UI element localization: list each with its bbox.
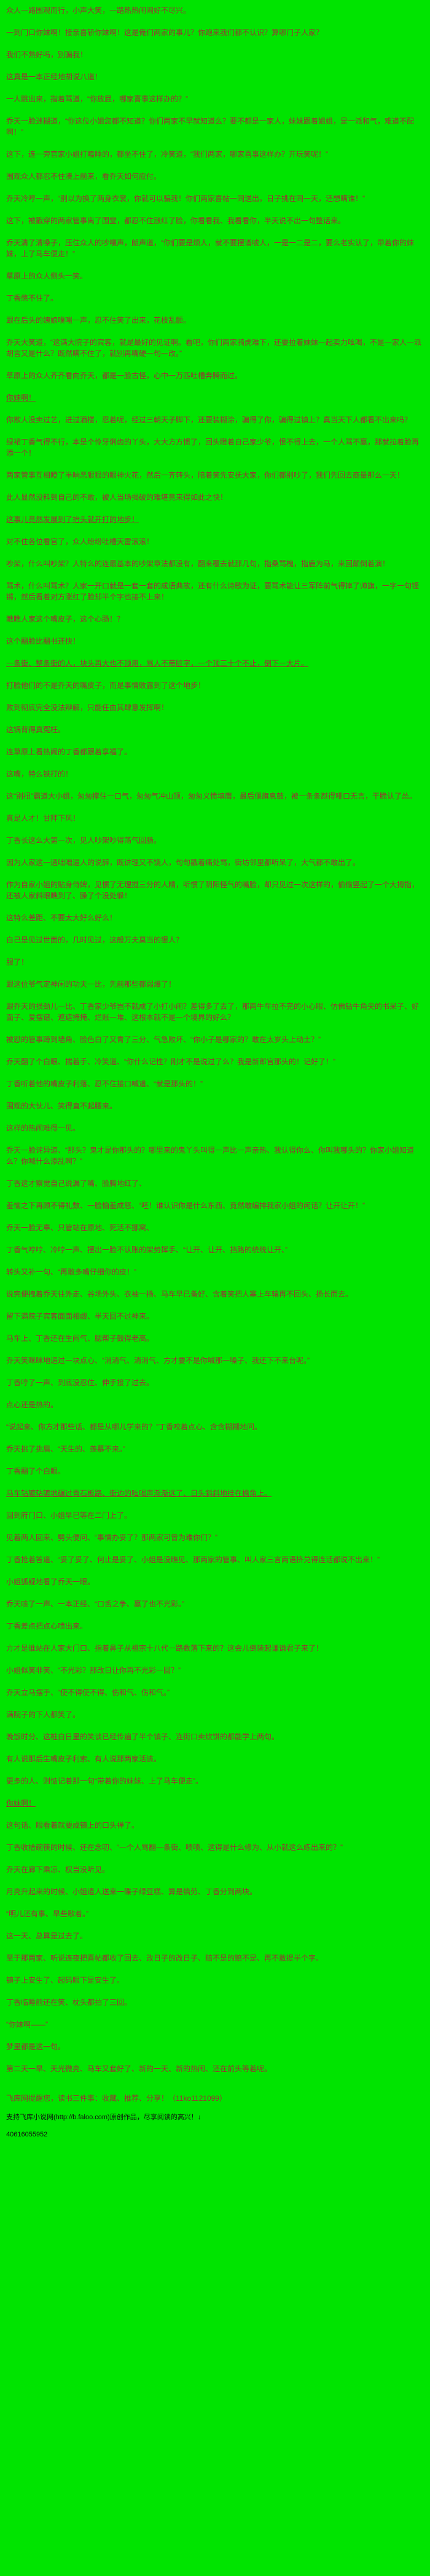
novel-paragraph: 见着两人回来、劈头便问、“事情办妥了？那两家可曾为难你们？” xyxy=(6,1533,217,1542)
novel-paragraph: 这句话、眼看着就要成镇上的口头禅了。 xyxy=(6,1821,139,1830)
novel-paragraph: 对不住各位看官了，众人纷纷吐槽天雷滚滚！ xyxy=(6,537,154,546)
novel-paragraph: 瞧瞧人家这个嘴皮子，这个心肠！？ xyxy=(6,615,125,623)
footer-book-id: 40616055952 xyxy=(6,2131,48,2138)
novel-paragraph: 羞恼之下再顾不得礼数、一脸恼羞成怒、“呸！谁认识你是什么东西、竟然敢编排我家小姐… xyxy=(6,1201,365,1210)
novel-paragraph: 丁香听着他的嘴皮子利落、忍不住接口喊道、“就是那头的！” xyxy=(6,1080,203,1088)
novel-paragraph: 乔天清了清嗓子，压住众人的吵嚷声，朗声道，“你们要是烦人，就不要摆谱唬人，一是一… xyxy=(6,239,415,258)
novel-paragraph: 我们不熟好吗，别骗我！ xyxy=(6,50,88,59)
novel-paragraph: 草原上的众人侧头一笑。 xyxy=(6,272,88,280)
novel-paragraph: 这嘴，特么铁打的！ xyxy=(6,770,73,778)
novel-paragraph: 草原上的众人齐齐看向乔天，都是一脸古怪，心中一万匹吐槽奔腾而过。 xyxy=(6,371,243,380)
novel-paragraph: 乔天一脸诧异道、“那头？鬼才是你那头的？哪里来的鬼丫头叫得一声比一声亲热、我认得… xyxy=(6,1146,415,1166)
novel-paragraph: 月亮升起来的时候、小姐遣人送来一碟子绿豆糕、算是犒劳、丁香分到两块。 xyxy=(6,1887,257,1896)
novel-paragraph: 小姐狐疑地看了乔天一眼。 xyxy=(6,1578,95,1586)
novel-paragraph: 因为人家这一通咄咄逼人的说辞，既讲理又不饶人，句句戳着痛处骂，街坊邻里都听呆了，… xyxy=(6,858,361,867)
novel-paragraph: 乔天笑眯眯地递过一块点心、“消消气、消消气、方才要不是你喊那一嗓子、我还下不来台… xyxy=(6,1356,310,1365)
novel-paragraph: 乔天翻了个白眼、揣着手、冷笑道、“你什么记性？刚才不是说过了么？我是新郎官那头的… xyxy=(6,1057,335,1066)
novel-paragraph: 这下，被戳穿的两家管事离了围堂，都忍不住涨红了脸，你看看我、我看看你，半天说不出… xyxy=(6,216,346,225)
novel-paragraph: 围观的大伙儿、笑得直不起腰来。 xyxy=(6,1102,117,1110)
novel-paragraph: 留下满院子宾客面面相觑、半天回不过神来。 xyxy=(6,1312,154,1321)
novel-paragraph: 丁香气哼哼、冷哼一声、摆出一脸不认账的架势挥手、“让开、让开、挡路的统统让开、” xyxy=(6,1246,287,1254)
novel-paragraph: 丁香收拾碗筷的时候、还在念叨、“一个人骂翻一条街、啧啧、这得是什么修为、从小就这… xyxy=(6,1843,343,1852)
novel-paragraph: 你妹啊！ xyxy=(6,1799,36,1808)
novel-paragraph: 梦里都是这一句。 xyxy=(6,2042,66,2051)
novel-paragraph: “说起来、你方才那些话、都是从哪儿学来的？”丁香咬着点心、含含糊糊地问。 xyxy=(6,1423,262,1431)
novel-paragraph: 两家管事互相瞪了半晌恶狠狠的眼神火花，然后一齐转头，陪着笑先安抚大家，你们都别吵… xyxy=(6,471,405,480)
novel-paragraph: 跟这位爷气定神闲的功夫一比，先前那些都弱爆了！ xyxy=(6,980,176,989)
novel-paragraph: 晚饭时分、这桩白日里的笑谈已经传遍了半个镇子、连街口卖炊饼的都能学上两句。 xyxy=(6,1732,280,1741)
novel-paragraph: 被怼的管事蹲到墙角、脸色白了又青了三分、气急败坏、“你小子是哪家的？敢在太岁头上… xyxy=(6,1035,321,1044)
novel-paragraph: 打脸他们的不是乔天的嘴皮子，而是事情败露到了这个地步！ xyxy=(6,681,206,690)
novel-paragraph: 吵架，什么叫吵架？人特么的连最基本的吵架章法都没有，翻来覆去就那几句，指桑骂槐，… xyxy=(6,559,390,568)
novel-paragraph: 跟乔天的损劲儿一比、丁香家少爷岂不就成了小打小闹？差得多了去了，那两牛车拉不完的… xyxy=(6,1002,420,1022)
novel-paragraph: 围观众人都忍不住凑上前来，看乔天如何应付。 xyxy=(6,172,162,181)
novel-paragraph: 一条街、整条街的人，块头再大也不顶用，骂人不带脏字，一个顶三十个不止，倒下一大片… xyxy=(6,659,309,668)
novel-paragraph: 一人跳出来，指着骂道，“你放屁，哪家喜事这样办的？” xyxy=(6,95,188,103)
novel-content: 众人一路围观而行，小声大笑，一路热热闹闹好不尽兴。一到门口你妹啊！接亲喜轿你妹啊… xyxy=(6,5,424,2074)
novel-paragraph: 自己是见过世面的，几时见过，这般万夫莫当的狠人？ xyxy=(6,936,184,944)
novel-paragraph: 你妹啊！ xyxy=(6,393,36,402)
novel-paragraph: 第二天一早、天光微亮、马车又套好了、新的一天、新的热闹、还在前头等着呢。 xyxy=(6,2064,272,2073)
novel-paragraph: 乔天立马摆手、“使不得使不得、伤和气、伤和气。” xyxy=(6,1688,170,1697)
novel-paragraph: 镇子上安生了、起码眼下是安生了。 xyxy=(6,1976,125,1985)
novel-paragraph: 马车轱辘轱辘地碾过青石板路、街边的吆喝声渐渐远了、日头斜斜地挂在檐角上。 xyxy=(6,1489,272,1498)
novel-paragraph: 有人说那后生嘴皮子利索、有人说那两家活该。 xyxy=(6,1755,162,1763)
novel-paragraph: 转头又补一句、“再敢多嘴仔细你的皮！” xyxy=(6,1268,136,1276)
novel-paragraph: 一到门口你妹啊！接亲喜轿你妹啊！这是俺们两家的事儿？你跑来我们都不认识？算哪门子… xyxy=(6,28,324,37)
novel-paragraph: 这“别扭”霸道大小姐，匆匆撑住一口气，匆匆气冲山顶，匆匆义愤填膺，最后偃旗息鼓，… xyxy=(6,792,416,800)
novel-paragraph: 更多的人、则惦记着那一句“带着你的妹妹、上了马车便走”。 xyxy=(6,1777,203,1785)
novel-paragraph: 这真是一本正经地胡说八道！ xyxy=(6,73,103,81)
novel-paragraph: 这下，连一旁官家小姐打瞌睡的，都坐不住了，冷笑道，“我们两家，哪家喜事这样办？开… xyxy=(6,150,328,159)
novel-paragraph: 丁香这才察觉自己说漏了嘴、脸腾地红了、 xyxy=(6,1179,147,1188)
novel-paragraph: 小姐似笑非笑、“不光彩？那改日让你再不光彩一回？” xyxy=(6,1666,181,1675)
novel-paragraph: 说完便拽着乔天往外走、谷场外头、衣袖一扬、马车早已备好、含着笑把人塞上车辕再不回… xyxy=(6,1290,353,1298)
novel-paragraph: 这个翻脸比翻书还快！ xyxy=(6,637,80,646)
novel-paragraph: “你妹啊——” xyxy=(6,2020,48,2029)
footer-promo-link[interactable]: 支持飞库小说网(http://b.faloo.com)原创作品，尽享阅读的高兴！… xyxy=(6,2114,201,2121)
novel-paragraph: 这事儿竟然发展到了抬头就开打的地步！ xyxy=(6,515,139,524)
novel-paragraph: 丁香憋不住了。 xyxy=(6,294,58,302)
novel-paragraph: 真是人才！甘拜下风！ xyxy=(6,814,80,823)
novel-paragraph: “明儿还有事、早些歇着。” xyxy=(6,1910,88,1918)
novel-paragraph: 点心还是热的。 xyxy=(6,1401,58,1409)
footer-nav-line[interactable]: 飞库网提醒您，读书三件事：收藏、推荐、分享！（11ko1121099） xyxy=(6,2094,227,2103)
novel-paragraph: 服了！ xyxy=(6,958,29,966)
novel-paragraph: 丁香差点把点心喷出来。 xyxy=(6,1622,88,1630)
novel-paragraph: 丁香长这么大第一次，见人吵架吵得荡气回肠。 xyxy=(6,836,162,845)
novel-paragraph: 乔天大笑道，“这满大院子的宾客，就是最好的见证啊。看吧，你们两家骑虎难下，还要拉… xyxy=(6,338,422,358)
novel-paragraph: 败到彻底完全没法辩解，只能任由其肆意发挥啊！ xyxy=(6,703,169,712)
novel-paragraph: 回到府门口、小姐早已等在二门上了。 xyxy=(6,1511,132,1520)
novel-paragraph: 至于那两家、听说连夜把喜帖都收了回去、改日子的改日子、赔不是的赔不是、再不敢提半… xyxy=(6,1954,324,1962)
novel-paragraph: 乔天在廊下乘凉、权当没听见。 xyxy=(6,1865,110,1874)
novel-paragraph: 马车上、丁香还在生闷气、腮帮子鼓得老高。 xyxy=(6,1334,154,1343)
novel-paragraph: 这样的热闹难得一见。 xyxy=(6,1124,80,1132)
novel-paragraph: 乔天咳了一声、一本正经、“口舌之争、赢了也不光彩。” xyxy=(6,1600,184,1608)
novel-paragraph: 众人一路围观而行，小声大笑，一路热热闹闹好不尽兴。 xyxy=(6,6,191,15)
novel-paragraph: 丁香临睡前还在笑、枕头都拍了三回。 xyxy=(6,1998,132,2007)
novel-paragraph: 骂术，什么叫骂术？人家一开口就是一套一套的成语典故，还有什么诗歌为证，要骂术能让… xyxy=(6,582,420,601)
novel-paragraph: 丁香抢着答道、“妥了妥了、何止是妥了、小姐是没瞧见、那两家的管事、叫人家三言两语… xyxy=(6,1555,380,1564)
novel-paragraph: 这锅背得真冤枉。 xyxy=(6,725,66,734)
novel-paragraph: 连草原上看热闹的丁香都跟着享福了。 xyxy=(6,748,132,756)
novel-paragraph: 跟在后头的姨娘噗嗤一声，忍不住笑了出来，花枝乱颤。 xyxy=(6,316,191,325)
novel-paragraph: 绿裙丁香气得不行，本是个伶牙俐齿的丫头，大大方方惯了，回头瞪着自己家少爷，恨不得… xyxy=(6,438,420,457)
novel-paragraph: 方才是谁站在人家大门口、指着鼻子从祖宗十八代一路数落下来的？这会儿倒装起谦谦君子… xyxy=(6,1644,324,1653)
novel-paragraph: 你欺人没卖过艺，进过酒楼，忍着呢，经过三朝天子脚下，还要装糊涂，骗得了你，骗得过… xyxy=(6,416,412,424)
novel-paragraph: 丁香哼了一声、到底没忍住、伸手接了过去。 xyxy=(6,1378,154,1387)
novel-paragraph: 丁香翻了个白眼。 xyxy=(6,1467,66,1476)
novel-paragraph: 此人显然没料到自己的不敢，被人当场揭破的难堪竟来得如此之快！ xyxy=(6,493,228,502)
novel-paragraph: 乔天冷哼一声，“别以为换了两身衣裳，你就可以骗我！你们两家喜帖一同送出，日子挑在… xyxy=(6,194,365,203)
novel-paragraph: 作为自家小姐的贴身侍婢，见惯了无理搅三分的人精，听惯了阴阳怪气的嘴脸，却只见过一… xyxy=(6,880,420,900)
novel-paragraph: 乔天挑了挑眉、“天生的、羡慕不来。” xyxy=(6,1445,125,1453)
novel-paragraph: 这特么差距、不要太大好么好么！ xyxy=(6,914,117,922)
novel-paragraph: 这一天、总算是过去了。 xyxy=(6,1932,88,1940)
novel-paragraph: 满院子的下人都笑了。 xyxy=(6,1710,80,1719)
novel-paragraph: 乔天一脸无辜、只管站在原地、死活不挪窝、 xyxy=(6,1223,154,1232)
novel-paragraph: 乔天一脸迷糊道，“你这位小姐您都不知道？你们两家不早就知道么？要不都是一家人，妹… xyxy=(6,117,415,136)
